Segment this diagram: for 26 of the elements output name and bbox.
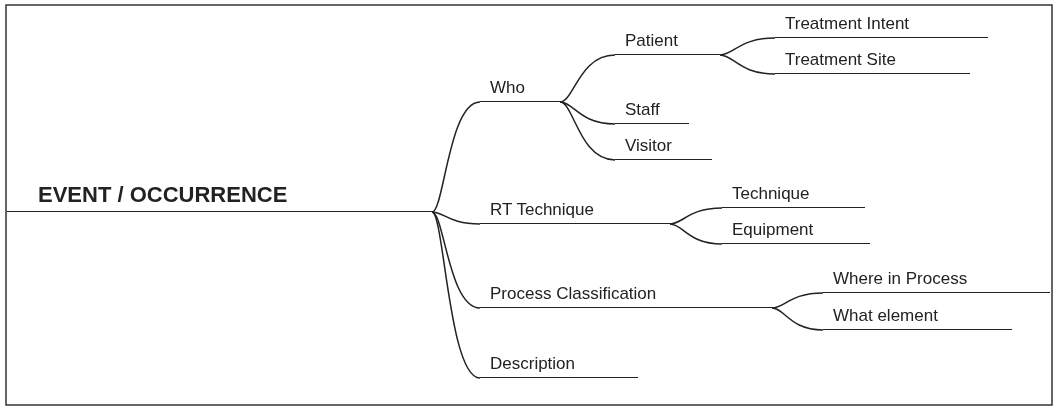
branch-topic: Description — [480, 354, 638, 378]
branch-connector — [559, 54, 616, 103]
branch-topic: Visitor — [615, 136, 712, 160]
branch-connector — [431, 211, 481, 225]
branch-topic: Equipment — [722, 220, 870, 244]
branch-connector — [669, 207, 723, 225]
root-topic: EVENT / OCCURRENCE — [7, 182, 432, 212]
branch-topic: RT Technique — [480, 200, 670, 224]
branch-topic: Technique — [722, 184, 865, 208]
branch-connector — [431, 101, 481, 213]
branch-topic: Treatment Intent — [775, 14, 988, 38]
branch-topic: Staff — [615, 100, 689, 124]
branch-topic: What element — [823, 306, 1012, 330]
branch-connector — [559, 101, 616, 161]
branch-topic: Treatment Site — [775, 50, 970, 74]
branch-topic: Who — [480, 78, 560, 102]
branch-connector — [669, 223, 723, 245]
branch-connector — [719, 54, 776, 75]
branch-connector — [431, 211, 481, 379]
branch-topic: Where in Process — [823, 269, 1050, 293]
branch-topic: Patient — [615, 31, 720, 55]
branch-connector — [771, 307, 824, 331]
branch-connector — [771, 292, 824, 309]
branch-topic: Process Classification — [480, 284, 772, 308]
branch-connector — [559, 101, 616, 125]
branch-connector — [719, 37, 776, 56]
